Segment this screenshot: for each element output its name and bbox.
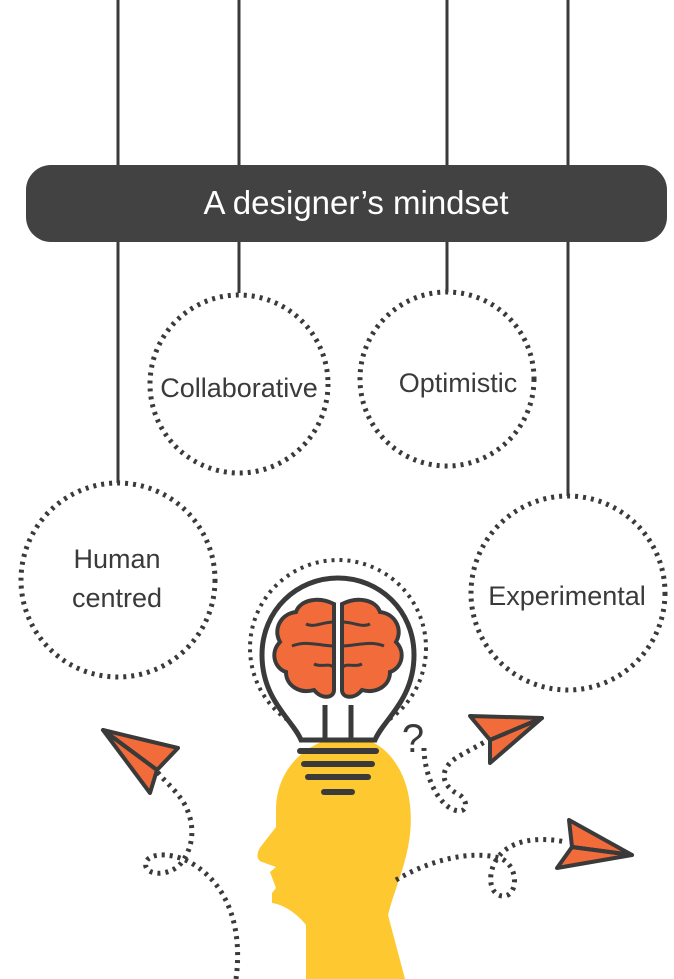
label-human-centred-line2: centred xyxy=(72,583,162,613)
label-experimental: Experimental xyxy=(488,581,646,611)
trail-lower-right xyxy=(394,837,567,899)
banner-bar xyxy=(26,165,667,242)
brain-icon xyxy=(272,597,404,699)
label-human-centred-line1: Human xyxy=(73,544,160,574)
bubble-experimental xyxy=(468,493,668,693)
trail-left xyxy=(143,768,241,979)
page-title: A designer’s mindset xyxy=(203,184,508,221)
label-collaborative: Collaborative xyxy=(160,373,318,403)
head-silhouette-icon xyxy=(257,736,411,979)
bubble-optimistic xyxy=(357,289,537,469)
title-banner: A designer’s mindset xyxy=(26,165,667,242)
paper-plane-lower-right xyxy=(555,818,634,870)
paper-plane-icon xyxy=(101,714,634,870)
bubble-collaborative xyxy=(147,292,331,476)
trail-upper-right xyxy=(421,737,490,814)
question-mark: ? xyxy=(402,717,424,761)
brain-folds xyxy=(291,620,385,670)
label-optimistic: Optimistic xyxy=(399,368,518,398)
flight-trails xyxy=(143,737,567,979)
bubble-human-centred xyxy=(18,480,218,680)
paper-plane-left xyxy=(101,728,180,795)
trait-bubbles xyxy=(18,289,668,693)
paper-plane-upper-right xyxy=(468,714,544,765)
